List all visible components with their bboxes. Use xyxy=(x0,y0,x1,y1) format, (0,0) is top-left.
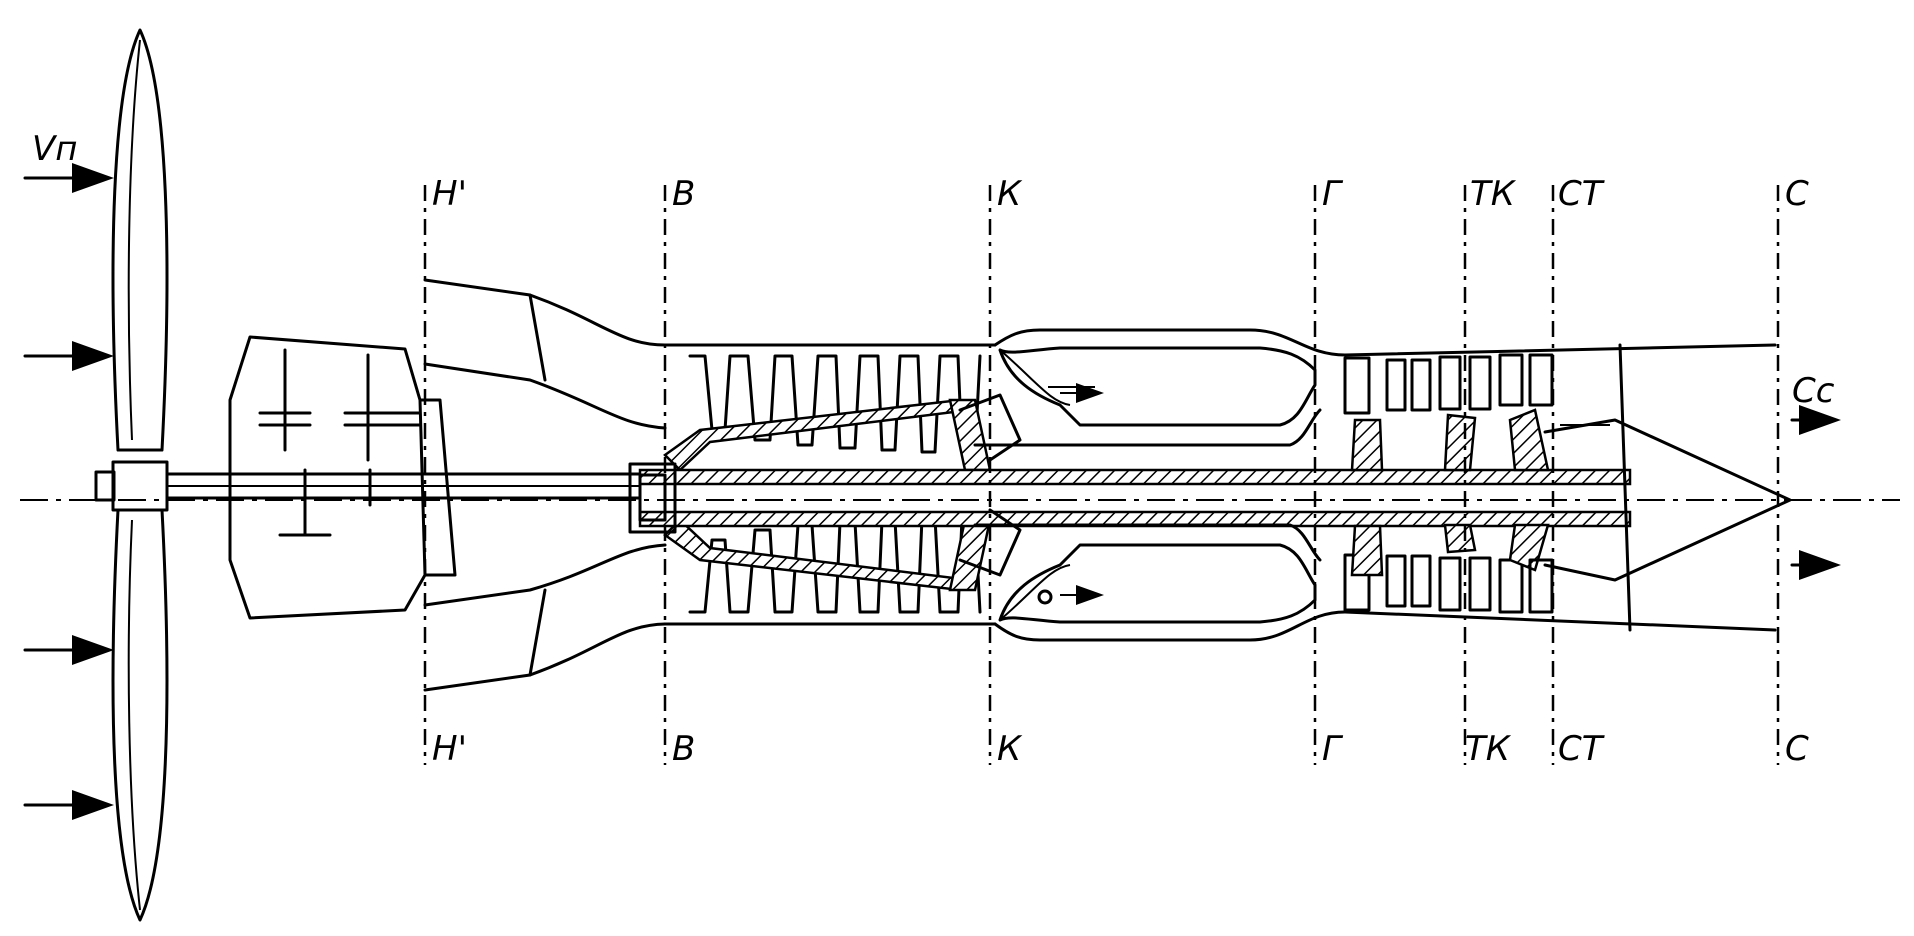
station-label-bottom-tk: ТК xyxy=(1465,729,1512,769)
propeller xyxy=(94,28,169,922)
compressor-blades-upper xyxy=(688,354,982,454)
station-label-bottom-v: В xyxy=(672,729,695,769)
reduction-gearbox xyxy=(228,335,427,620)
station-label-bottom-h: Н' xyxy=(432,729,467,769)
compressor-casing xyxy=(663,343,997,626)
station-lines xyxy=(423,185,1780,765)
station-label-top-tk: ТК xyxy=(1470,174,1517,214)
compressor-rotor xyxy=(663,398,992,592)
station-label-top-g: Г xyxy=(1322,174,1344,214)
exit-flow-arrows xyxy=(1790,405,1841,580)
station-label-top-k: К xyxy=(997,174,1023,214)
exhaust-nozzle xyxy=(1543,343,1792,632)
station-label-top-h: Н' xyxy=(432,174,467,214)
main-shaft xyxy=(628,462,1632,534)
station-label-top-c: С xyxy=(1785,174,1809,214)
station-label-bottom-g: Г xyxy=(1322,729,1344,769)
station-label-bottom-c: С xyxy=(1785,729,1809,769)
station-label-top-st: СТ xyxy=(1558,174,1605,214)
turbine-stage-1 xyxy=(1343,356,1432,612)
inlet-velocity-label: Vп xyxy=(32,129,78,169)
intake-duct xyxy=(418,278,667,692)
propeller-shaft xyxy=(165,472,642,500)
turbine-casing xyxy=(1343,343,1777,632)
station-label-bottom-st: СТ xyxy=(1558,729,1605,769)
station-label-bottom-k: К xyxy=(997,729,1023,769)
exit-velocity-label: Cc xyxy=(1792,371,1835,411)
propeller-hub xyxy=(111,460,169,512)
combustion-casing xyxy=(993,328,1347,642)
combustion-liner-upper xyxy=(958,346,1322,462)
station-label-top-v: В xyxy=(672,174,695,214)
inlet-flow-arrows xyxy=(23,163,114,820)
